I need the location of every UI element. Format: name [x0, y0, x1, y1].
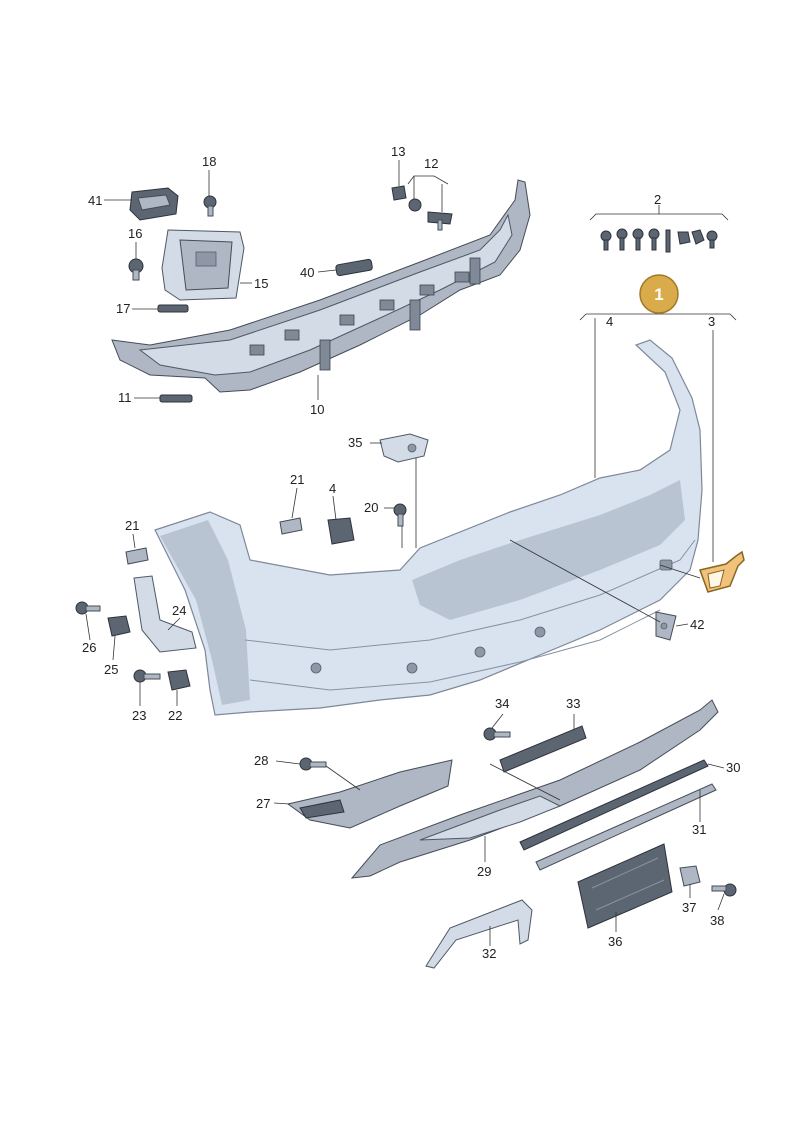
callout-27: 27	[256, 796, 270, 811]
callout-labels: 2 4 3 18 41 16 15 17 11 10 13 12 40 35 2…	[82, 144, 740, 961]
callout-18: 18	[202, 154, 216, 169]
callout-24: 24	[172, 603, 186, 618]
callout-17: 17	[116, 301, 130, 316]
callout-41: 41	[88, 193, 102, 208]
nut-part-25	[107, 615, 131, 637]
callout-34: 34	[495, 696, 509, 711]
callout-35: 35	[348, 435, 362, 450]
callout-30: 30	[726, 760, 740, 775]
bracket-part-42	[655, 611, 677, 641]
callout-38: 38	[710, 913, 724, 928]
callout-22: 22	[168, 708, 182, 723]
highlight-badge: 1	[639, 274, 679, 314]
bracket-part-24	[133, 575, 197, 653]
callout-13: 13	[391, 144, 405, 159]
bracket-part-35	[379, 433, 429, 463]
clip-part-21-upper	[279, 517, 303, 535]
callout-26: 26	[82, 640, 96, 655]
callout-4-clip: 4	[329, 481, 336, 496]
callout-21-lower: 21	[125, 518, 139, 533]
callout-33: 33	[566, 696, 580, 711]
badge-label: 1	[654, 285, 663, 304]
clip-part-40	[335, 258, 373, 277]
clip-part-11	[159, 394, 193, 403]
clip-part-17	[157, 304, 189, 313]
trim-part-33	[499, 725, 587, 773]
strip-part-30	[519, 759, 709, 851]
diffuser-part-29	[350, 699, 719, 879]
clip-part-21-lower	[125, 547, 149, 565]
callout-15: 15	[254, 276, 268, 291]
callout-32: 32	[482, 946, 496, 961]
callout-4: 4	[606, 314, 613, 329]
bumper-carrier-part-10	[111, 179, 531, 393]
screw-part-20	[393, 503, 407, 527]
callout-2: 2	[654, 192, 661, 207]
screw-part-23	[133, 669, 161, 683]
bracket-part-15	[161, 229, 245, 301]
callout-16: 16	[128, 226, 142, 241]
trim-part-32	[425, 899, 533, 969]
callout-40: 40	[300, 265, 314, 280]
callout-31: 31	[692, 822, 706, 837]
clip-part-4	[327, 517, 355, 545]
callout-3: 3	[708, 314, 715, 329]
highlighted-part-1	[699, 550, 745, 593]
callout-11: 11	[118, 390, 132, 405]
callout-42: 42	[690, 617, 704, 632]
nut-part-22	[167, 669, 191, 691]
clip-part-16	[128, 258, 144, 281]
callout-12: 12	[424, 156, 438, 171]
fasteners-part-12	[408, 198, 453, 231]
screw-part-38	[711, 883, 737, 897]
callout-10: 10	[310, 402, 324, 417]
bumper-cover	[154, 339, 703, 716]
callout-25: 25	[104, 662, 118, 677]
screw-part-26	[75, 601, 101, 615]
callout-29: 29	[477, 864, 491, 879]
callout-28: 28	[254, 753, 268, 768]
nut-part-37	[679, 865, 701, 887]
strip-part-31	[535, 783, 717, 871]
callout-20: 20	[364, 500, 378, 515]
nut-part-13	[391, 185, 407, 201]
leader-lines	[85, 160, 737, 946]
screw-part-18	[203, 195, 217, 217]
screw-part-28	[299, 757, 327, 771]
callout-37: 37	[682, 900, 696, 915]
trim-part-27	[286, 759, 453, 829]
bracket-part-41	[129, 187, 179, 221]
screw-part-34	[483, 727, 511, 741]
plate-bracket-part-36	[577, 843, 673, 929]
callout-23: 23	[132, 708, 146, 723]
screw-set-part-2	[600, 228, 718, 253]
callout-36: 36	[608, 934, 622, 949]
callout-21-upper: 21	[290, 472, 304, 487]
